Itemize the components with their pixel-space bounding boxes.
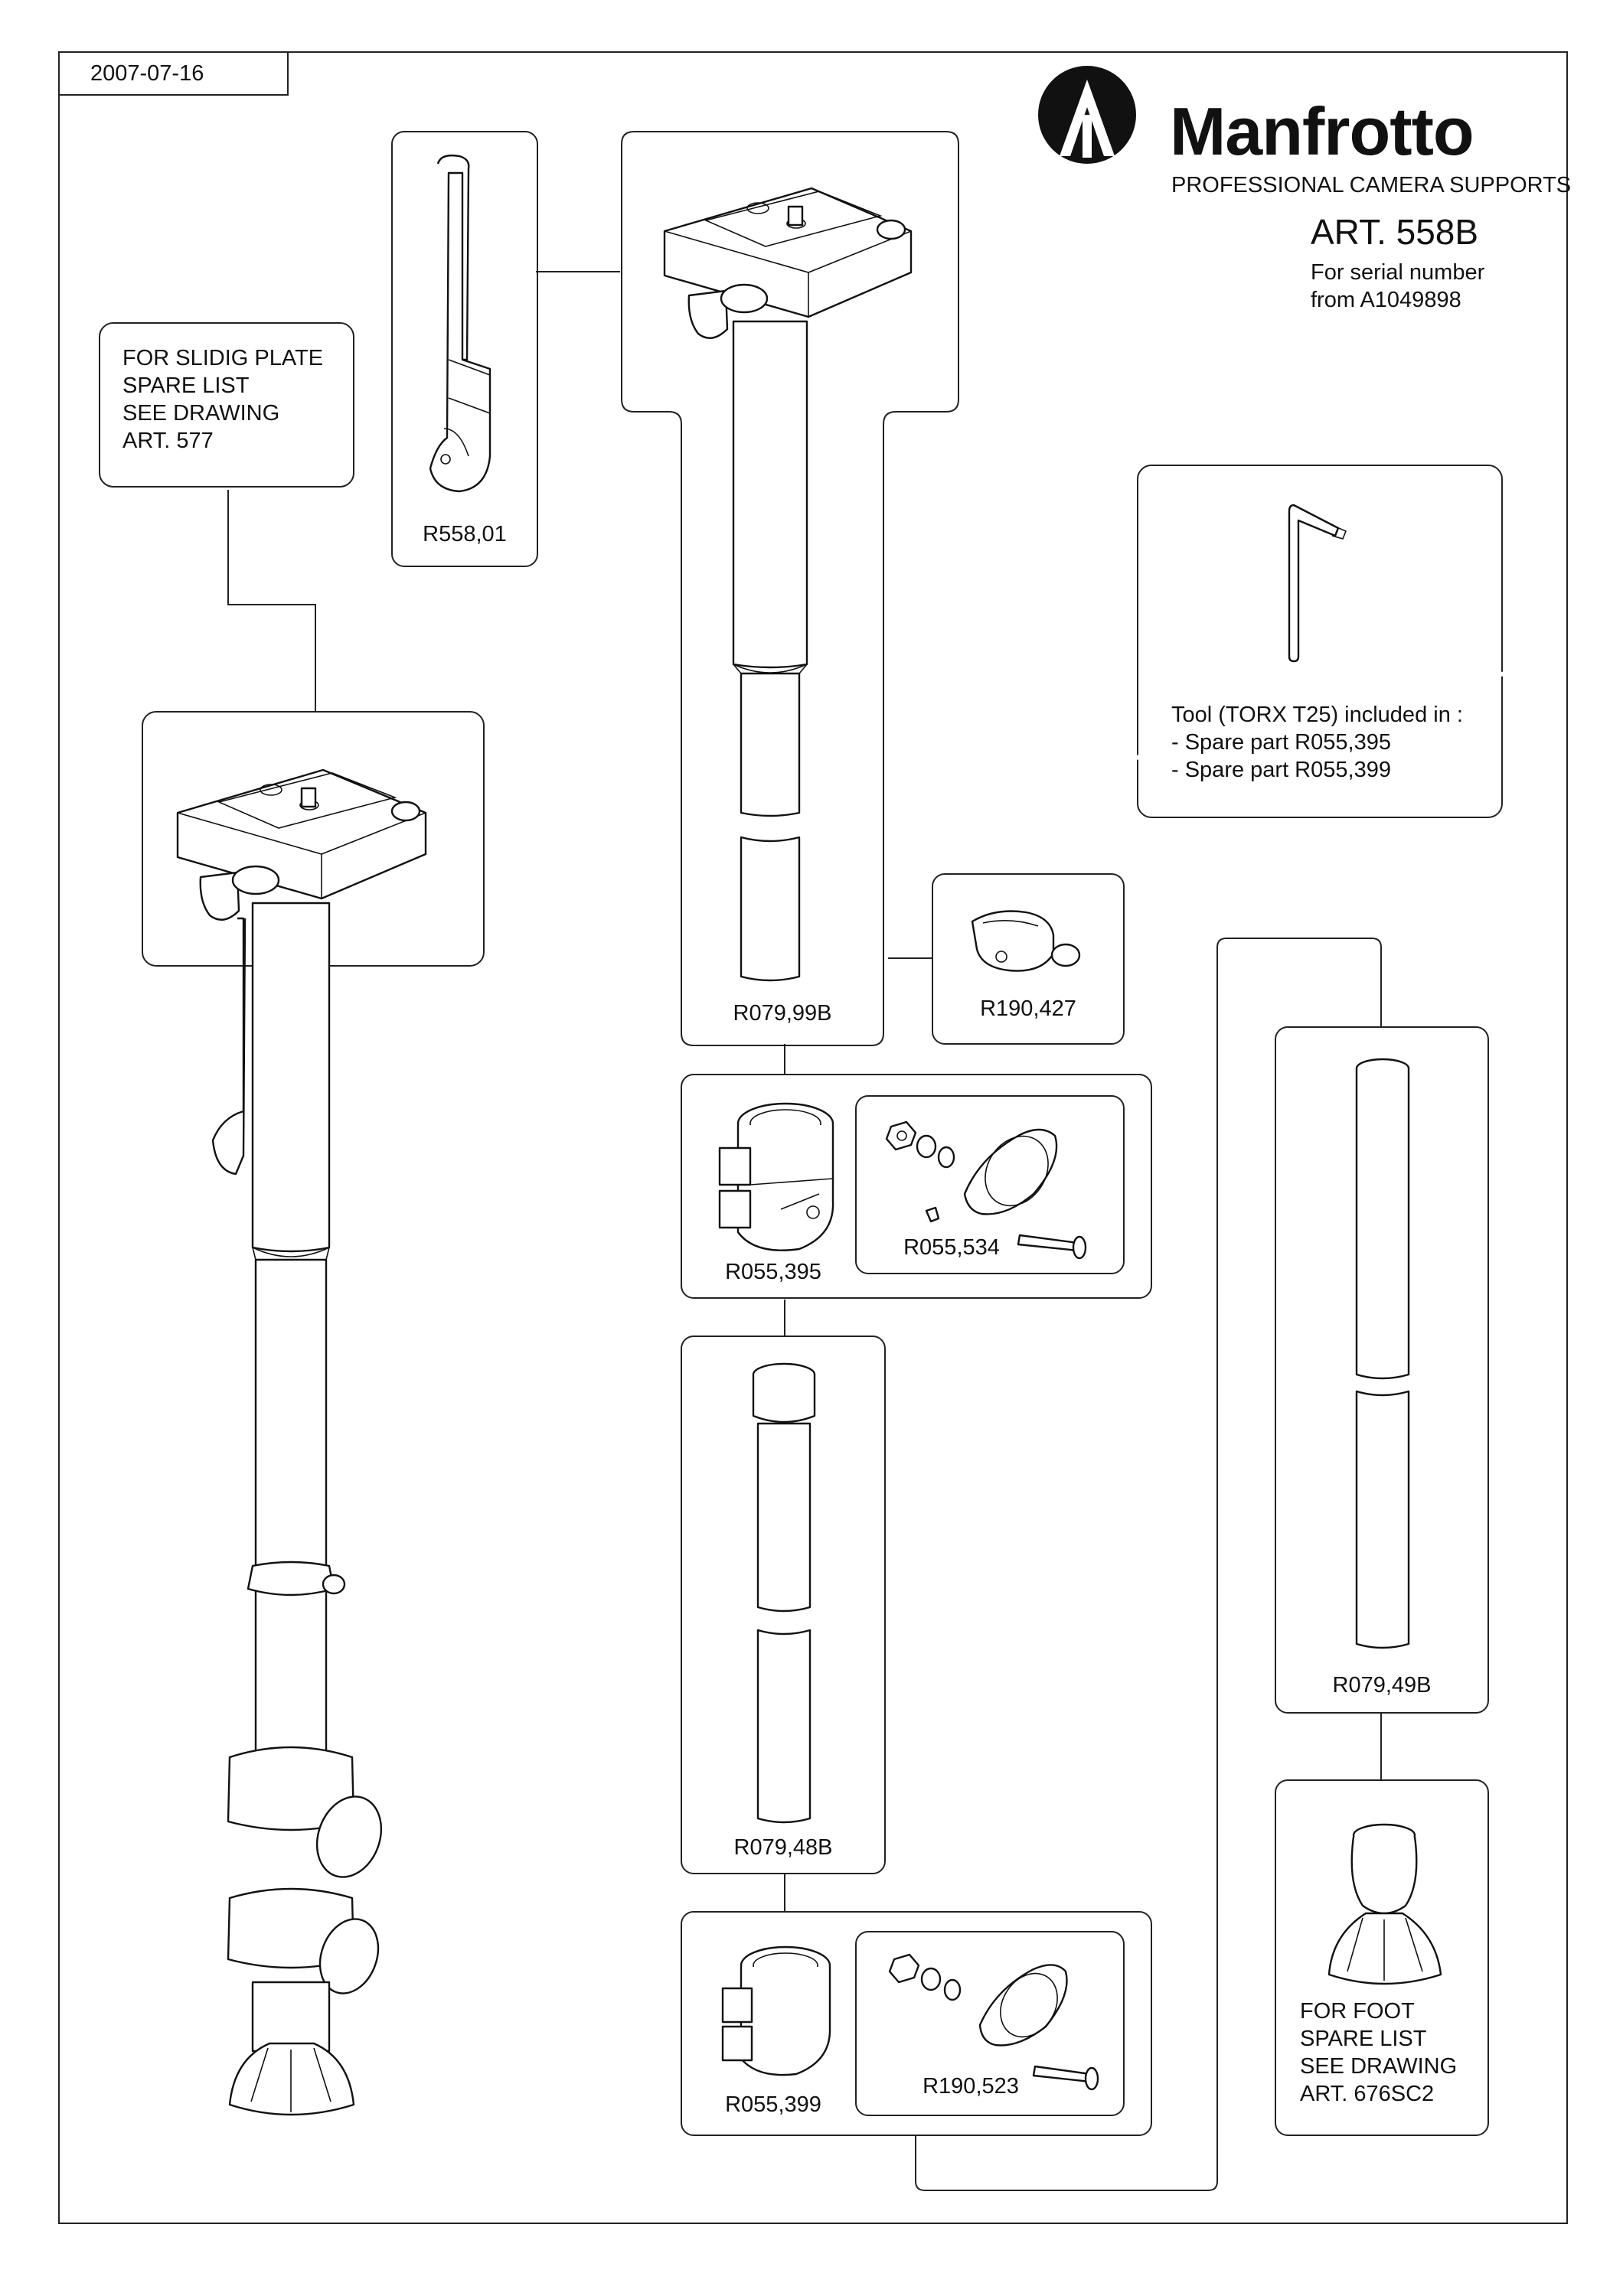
- sheet-border: [58, 51, 1568, 2224]
- column-tube-r079-99b: [732, 320, 808, 982]
- sliding-plate-note: FOR SLIDIG PLATE SPARE LIST SEE DRAWING …: [122, 344, 323, 455]
- foot-note-line: FOR FOOT: [1300, 1999, 1415, 2024]
- small-clamp-r190-427-icon: [971, 910, 1081, 972]
- drawing-date: 2007-07-16: [90, 61, 204, 86]
- date-tab: [59, 52, 289, 96]
- serial-number-line-2: from A1049898: [1311, 288, 1461, 312]
- tool-note-line: - Spare part R055,395: [1171, 730, 1391, 755]
- part-label-r558-01: R558,01: [423, 522, 507, 546]
- screw-kit-r055-534-icon: [885, 1120, 1087, 1260]
- serial-number-line-1: For serial number: [1311, 260, 1485, 285]
- part-frames: [99, 131, 1503, 2136]
- article-number: ART. 558B: [1311, 212, 1479, 252]
- sliding-plate-note-line: FOR SLIDIG PLATE: [122, 346, 324, 370]
- connector-lines: [227, 271, 1382, 2191]
- foot-note: FOR FOOT SPARE LIST SEE DRAWING ART. 676…: [1300, 1998, 1457, 2108]
- part-label-r190-427: R190,427: [980, 996, 1076, 1021]
- foot-icon: [1327, 1823, 1442, 1985]
- part-label-r055-534: R055,534: [903, 1235, 1000, 1260]
- part-label-r079-48b: R079,48B: [733, 1835, 833, 1860]
- sliding-plate-note-line: SEE DRAWING: [122, 401, 280, 426]
- assembled-monopod-drawing: [176, 768, 427, 2116]
- part-label-r055-395: R055,395: [725, 1260, 821, 1284]
- torx-tool-icon: [1288, 504, 1347, 663]
- brand-name: Manfrotto: [1170, 93, 1474, 169]
- tool-note: Tool (TORX T25) included in : - Spare pa…: [1171, 701, 1463, 784]
- leg-clamp-r055-395-icon: [718, 1102, 834, 1251]
- manfrotto-logo-icon: [1038, 66, 1136, 164]
- sliding-plate-note-line: SPARE LIST: [122, 373, 250, 398]
- part-label-r079-49b: R079,49B: [1332, 1673, 1432, 1698]
- foot-note-line: ART. 676SC2: [1300, 2082, 1435, 2106]
- quick-release-head-icon: [663, 187, 913, 339]
- leg-tube-r079-49b: [1355, 1058, 1410, 1649]
- part-label-r079-99b: R079,99B: [733, 1001, 832, 1026]
- leg-tube-r079-48b: [752, 1362, 816, 1824]
- sliding-plate-note-line: ART. 577: [122, 429, 214, 453]
- brand-tagline: PROFESSIONAL CAMERA SUPPORTS: [1171, 173, 1572, 197]
- tool-note-line: - Spare part R055,399: [1171, 758, 1391, 782]
- leg-clamp-r055-399-icon: [721, 1945, 831, 2076]
- tool-note-line: Tool (TORX T25) included in :: [1171, 703, 1463, 727]
- part-label-r055-399: R055,399: [725, 2092, 821, 2117]
- screw-kit-r190-523-icon: [888, 1953, 1099, 2091]
- part-label-r190-523: R190,523: [923, 2074, 1019, 2099]
- foot-note-line: SPARE LIST: [1300, 2027, 1427, 2051]
- foot-note-line: SEE DRAWING: [1300, 2054, 1458, 2079]
- strap-part-icon: [429, 154, 491, 493]
